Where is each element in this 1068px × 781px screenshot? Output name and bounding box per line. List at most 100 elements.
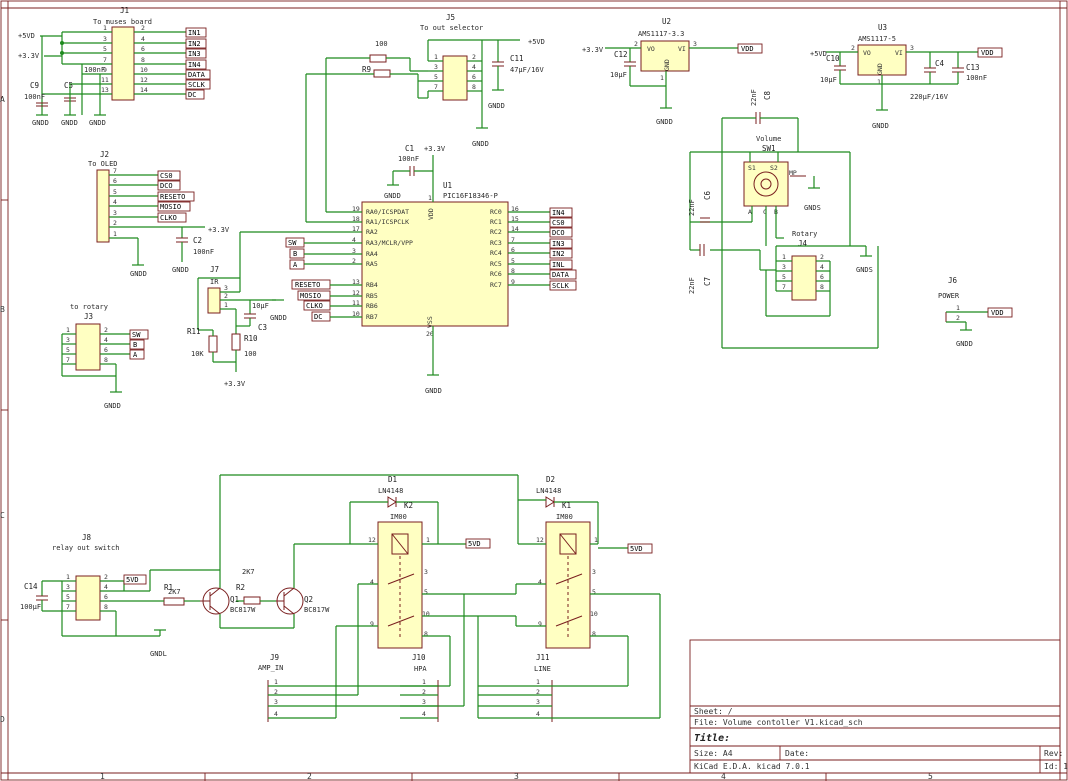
- c6-ref: C6: [703, 190, 712, 200]
- q2-ref: Q2: [304, 595, 313, 604]
- svg-text:7: 7: [103, 56, 107, 64]
- svg-text:7: 7: [782, 283, 786, 291]
- resistor-r10: R10 100 +3.3V: [224, 309, 258, 388]
- svg-text:2: 2: [141, 24, 145, 32]
- svg-text:3: 3: [592, 568, 596, 576]
- u2-value: AMS1117-3.3: [638, 30, 684, 38]
- svg-text:GNDD: GNDD: [172, 266, 189, 274]
- mcu-pin-name: RB4: [366, 281, 378, 289]
- svg-text:4: 4: [820, 263, 824, 271]
- svg-text:6: 6: [113, 177, 117, 185]
- svg-text:2: 2: [274, 688, 278, 696]
- c8-value: 22nF: [750, 89, 758, 106]
- svg-text:B: B: [293, 250, 297, 258]
- mcu-net-data: DATA: [552, 271, 570, 279]
- resistor-r8: 100: [326, 40, 428, 72]
- svg-text:1: 1: [422, 678, 426, 686]
- capacitor-c12: C12 10µF: [610, 48, 666, 87]
- svg-text:3: 3: [224, 284, 228, 292]
- mcu-net-in3: IN3: [552, 240, 565, 248]
- mcu-pin-name: RB6: [366, 302, 378, 310]
- svg-text:2: 2: [104, 573, 108, 581]
- k2-value: IM00: [390, 513, 407, 521]
- net-label-sw-j3: SW: [129, 329, 149, 340]
- id-label: Id: 1/1: [1044, 762, 1068, 771]
- mcu-pin-name: RA5: [366, 260, 378, 268]
- j5-title: To out selector: [420, 24, 483, 32]
- capacitor-c3: 10µF C3 GNDD: [236, 299, 287, 332]
- resistor-r2: R2 2K7: [236, 568, 276, 605]
- svg-text:SW: SW: [132, 331, 141, 339]
- c13-value: 100nF: [966, 74, 987, 82]
- tool-label: KiCad E.D.A. kicad 7.0.1: [694, 762, 810, 771]
- power-33v-j2: +3.3V: [180, 226, 230, 234]
- net-label-dco: DCO: [157, 180, 181, 191]
- k2-ref: K2: [404, 501, 413, 510]
- net-label-in2: IN2: [185, 38, 207, 49]
- j1-title: To muses board: [93, 18, 152, 26]
- resistor-r11: R11 10K: [187, 327, 236, 363]
- u1-vss: VSS: [426, 316, 434, 328]
- j3-title: to rotary: [70, 303, 108, 311]
- mcu-pin-number: 4: [352, 236, 356, 244]
- mcu-pin-name: RB5: [366, 292, 378, 300]
- svg-text:1: 1: [956, 304, 960, 312]
- mcu-pin-number: 10: [352, 310, 360, 318]
- svg-text:8: 8: [424, 630, 428, 638]
- svg-text:5: 5: [434, 73, 438, 81]
- mcu-pin-name: RA3/MCLR/VPP: [366, 239, 413, 247]
- svg-text:2: 2: [536, 688, 540, 696]
- c8-ref: C8: [763, 90, 772, 100]
- svg-text:S2: S2: [770, 164, 778, 172]
- q2-value: BC817W: [304, 606, 330, 614]
- svg-text:8: 8: [472, 83, 476, 91]
- c3-ref: C3: [258, 323, 267, 332]
- svg-text:RESETO: RESETO: [295, 281, 320, 289]
- mcu-pin-name: RC6: [490, 270, 502, 278]
- svg-text:SCLK: SCLK: [188, 81, 206, 89]
- mcu-net-sclk: SCLK: [552, 282, 570, 290]
- r11-ref: R11: [187, 327, 201, 336]
- svg-text:9: 9: [370, 620, 374, 628]
- j9-title: AMP_IN: [258, 664, 283, 672]
- svg-text:+5VD: +5VD: [810, 50, 827, 58]
- net-label-clk0: CLKO: [157, 212, 187, 223]
- regulator-u3: U3 AMS1117-5 VO VI GND 2 3 1 GNDD +5VD: [810, 23, 978, 130]
- svg-text:1: 1: [426, 536, 430, 544]
- capacitor-c4: C4 220µF/16V: [910, 52, 949, 101]
- mcu-pin-number: 9: [511, 278, 515, 286]
- r10-value: 100: [244, 350, 257, 358]
- svg-text:RESETO: RESETO: [160, 193, 185, 201]
- svg-text:10: 10: [140, 66, 148, 74]
- mcu-net-cs0: CS0: [552, 219, 565, 227]
- r8-value: 100: [375, 40, 388, 48]
- svg-text:5: 5: [782, 273, 786, 281]
- svg-text:GND: GND: [876, 63, 884, 75]
- capacitor-c11: GNDD C11 47µF/16V: [488, 40, 545, 110]
- title-block: Sheet: / File: Volume contoller V1.kicad…: [689, 639, 1068, 774]
- connector-j7: J7 IR 3 2 1: [197, 231, 350, 331]
- mcu-pin-name: RC2: [490, 228, 502, 236]
- power-5vd-label: +5VD: [18, 32, 35, 40]
- net-label-mosi0: MOSIO: [157, 201, 191, 212]
- svg-text:GNDD: GNDD: [488, 102, 505, 110]
- svg-text:1: 1: [428, 194, 432, 202]
- svg-text:3: 3: [422, 698, 426, 706]
- svg-text:9: 9: [103, 66, 107, 74]
- net-label-cs0: CS0: [157, 170, 181, 181]
- j8-ref: J8: [82, 533, 92, 542]
- mcu-pin-name: RC5: [490, 260, 502, 268]
- svg-text:6: 6: [820, 273, 824, 281]
- net-label-a-mcu: A: [289, 259, 362, 270]
- c6-value: 22nF: [688, 199, 696, 216]
- mcu-net-in4: IN4: [552, 209, 565, 217]
- svg-text:C: C: [763, 208, 767, 216]
- svg-text:6: 6: [104, 346, 108, 354]
- r9-ref: R9: [362, 65, 371, 74]
- sw1-ref: SW1: [762, 144, 776, 153]
- svg-text:4: 4: [538, 578, 542, 586]
- svg-text:GNDD: GNDD: [425, 387, 442, 395]
